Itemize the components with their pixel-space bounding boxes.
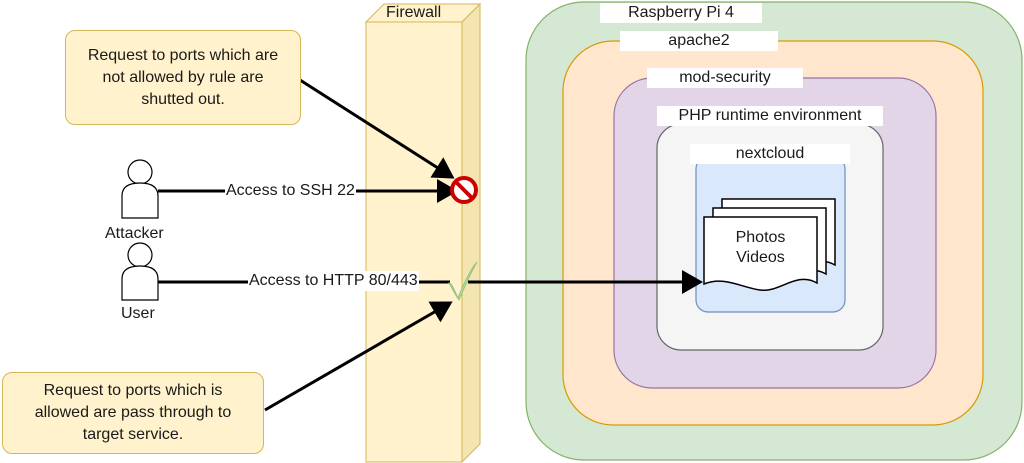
note-line: not allowed by rule are (102, 68, 264, 86)
note-line: Request to ports which are (87, 46, 279, 64)
prohibited-icon (450, 176, 478, 204)
mod-security-label: mod-security (647, 68, 803, 88)
ssh-connection-label: Access to SSH 22 (225, 181, 356, 201)
apache2-label: apache2 (620, 31, 778, 51)
note-line: shutted out. (141, 90, 225, 108)
firewall-title: Firewall (386, 4, 442, 21)
php-runtime-label: PHP runtime environment (657, 106, 883, 126)
document-line: Photos (735, 229, 786, 246)
http-connection-label: Access to HTTP 80/443 (248, 271, 419, 291)
user-icon (121, 242, 159, 301)
raspberry-pi-label: Raspberry Pi 4 (600, 3, 762, 23)
blocked-note-arrow (299, 78, 455, 179)
allowed-requests-note: Request to ports which is allowed are pa… (2, 372, 264, 454)
document-line: Videos (736, 249, 785, 266)
attacker-label: Attacker (105, 225, 164, 242)
blocked-requests-note: Request to ports which are not allowed b… (65, 30, 301, 125)
allowed-note-arrow (264, 301, 453, 412)
note-line: allowed are pass through to (34, 404, 232, 421)
documents-label: Photos Videos (704, 228, 817, 268)
firewall-wall (364, 2, 482, 463)
user-label: User (121, 305, 155, 322)
note-line: target service. (82, 426, 184, 443)
nextcloud-label: nextcloud (690, 144, 850, 164)
multi-document-icon (703, 198, 836, 291)
checkmark-icon (448, 261, 478, 302)
note-line: Request to ports which is (43, 382, 223, 399)
attacker-user-icon (121, 159, 159, 219)
